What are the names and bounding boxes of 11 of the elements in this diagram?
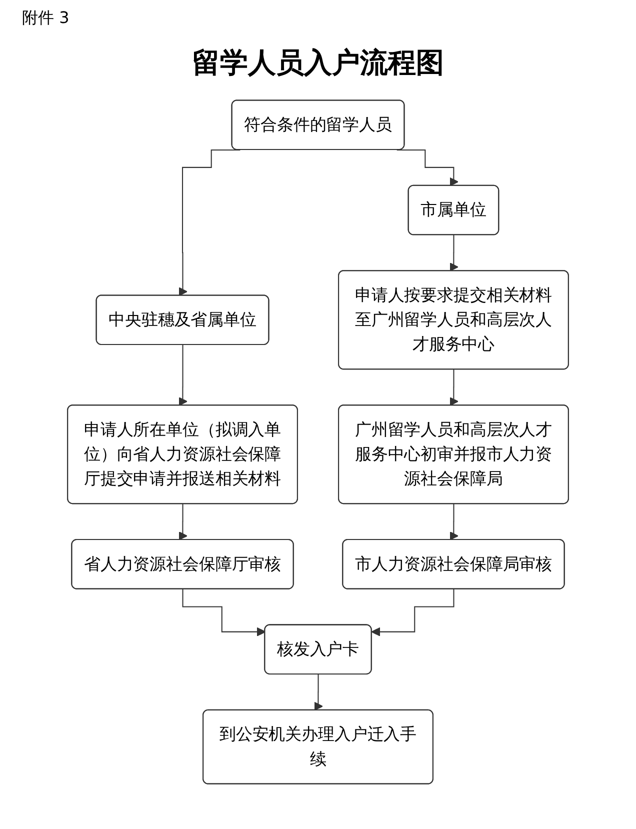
arrow xyxy=(178,504,188,540)
arrow xyxy=(449,234,458,272)
diagram-title: 留学人员入户流程图 xyxy=(191,45,445,81)
arrow xyxy=(182,588,266,636)
arrow xyxy=(371,588,454,636)
arrow xyxy=(449,504,458,540)
arrow xyxy=(396,149,458,186)
arrow xyxy=(178,344,188,406)
arrow xyxy=(314,674,323,711)
arrow xyxy=(449,369,458,406)
annex-label: 附件 3 xyxy=(22,8,70,29)
